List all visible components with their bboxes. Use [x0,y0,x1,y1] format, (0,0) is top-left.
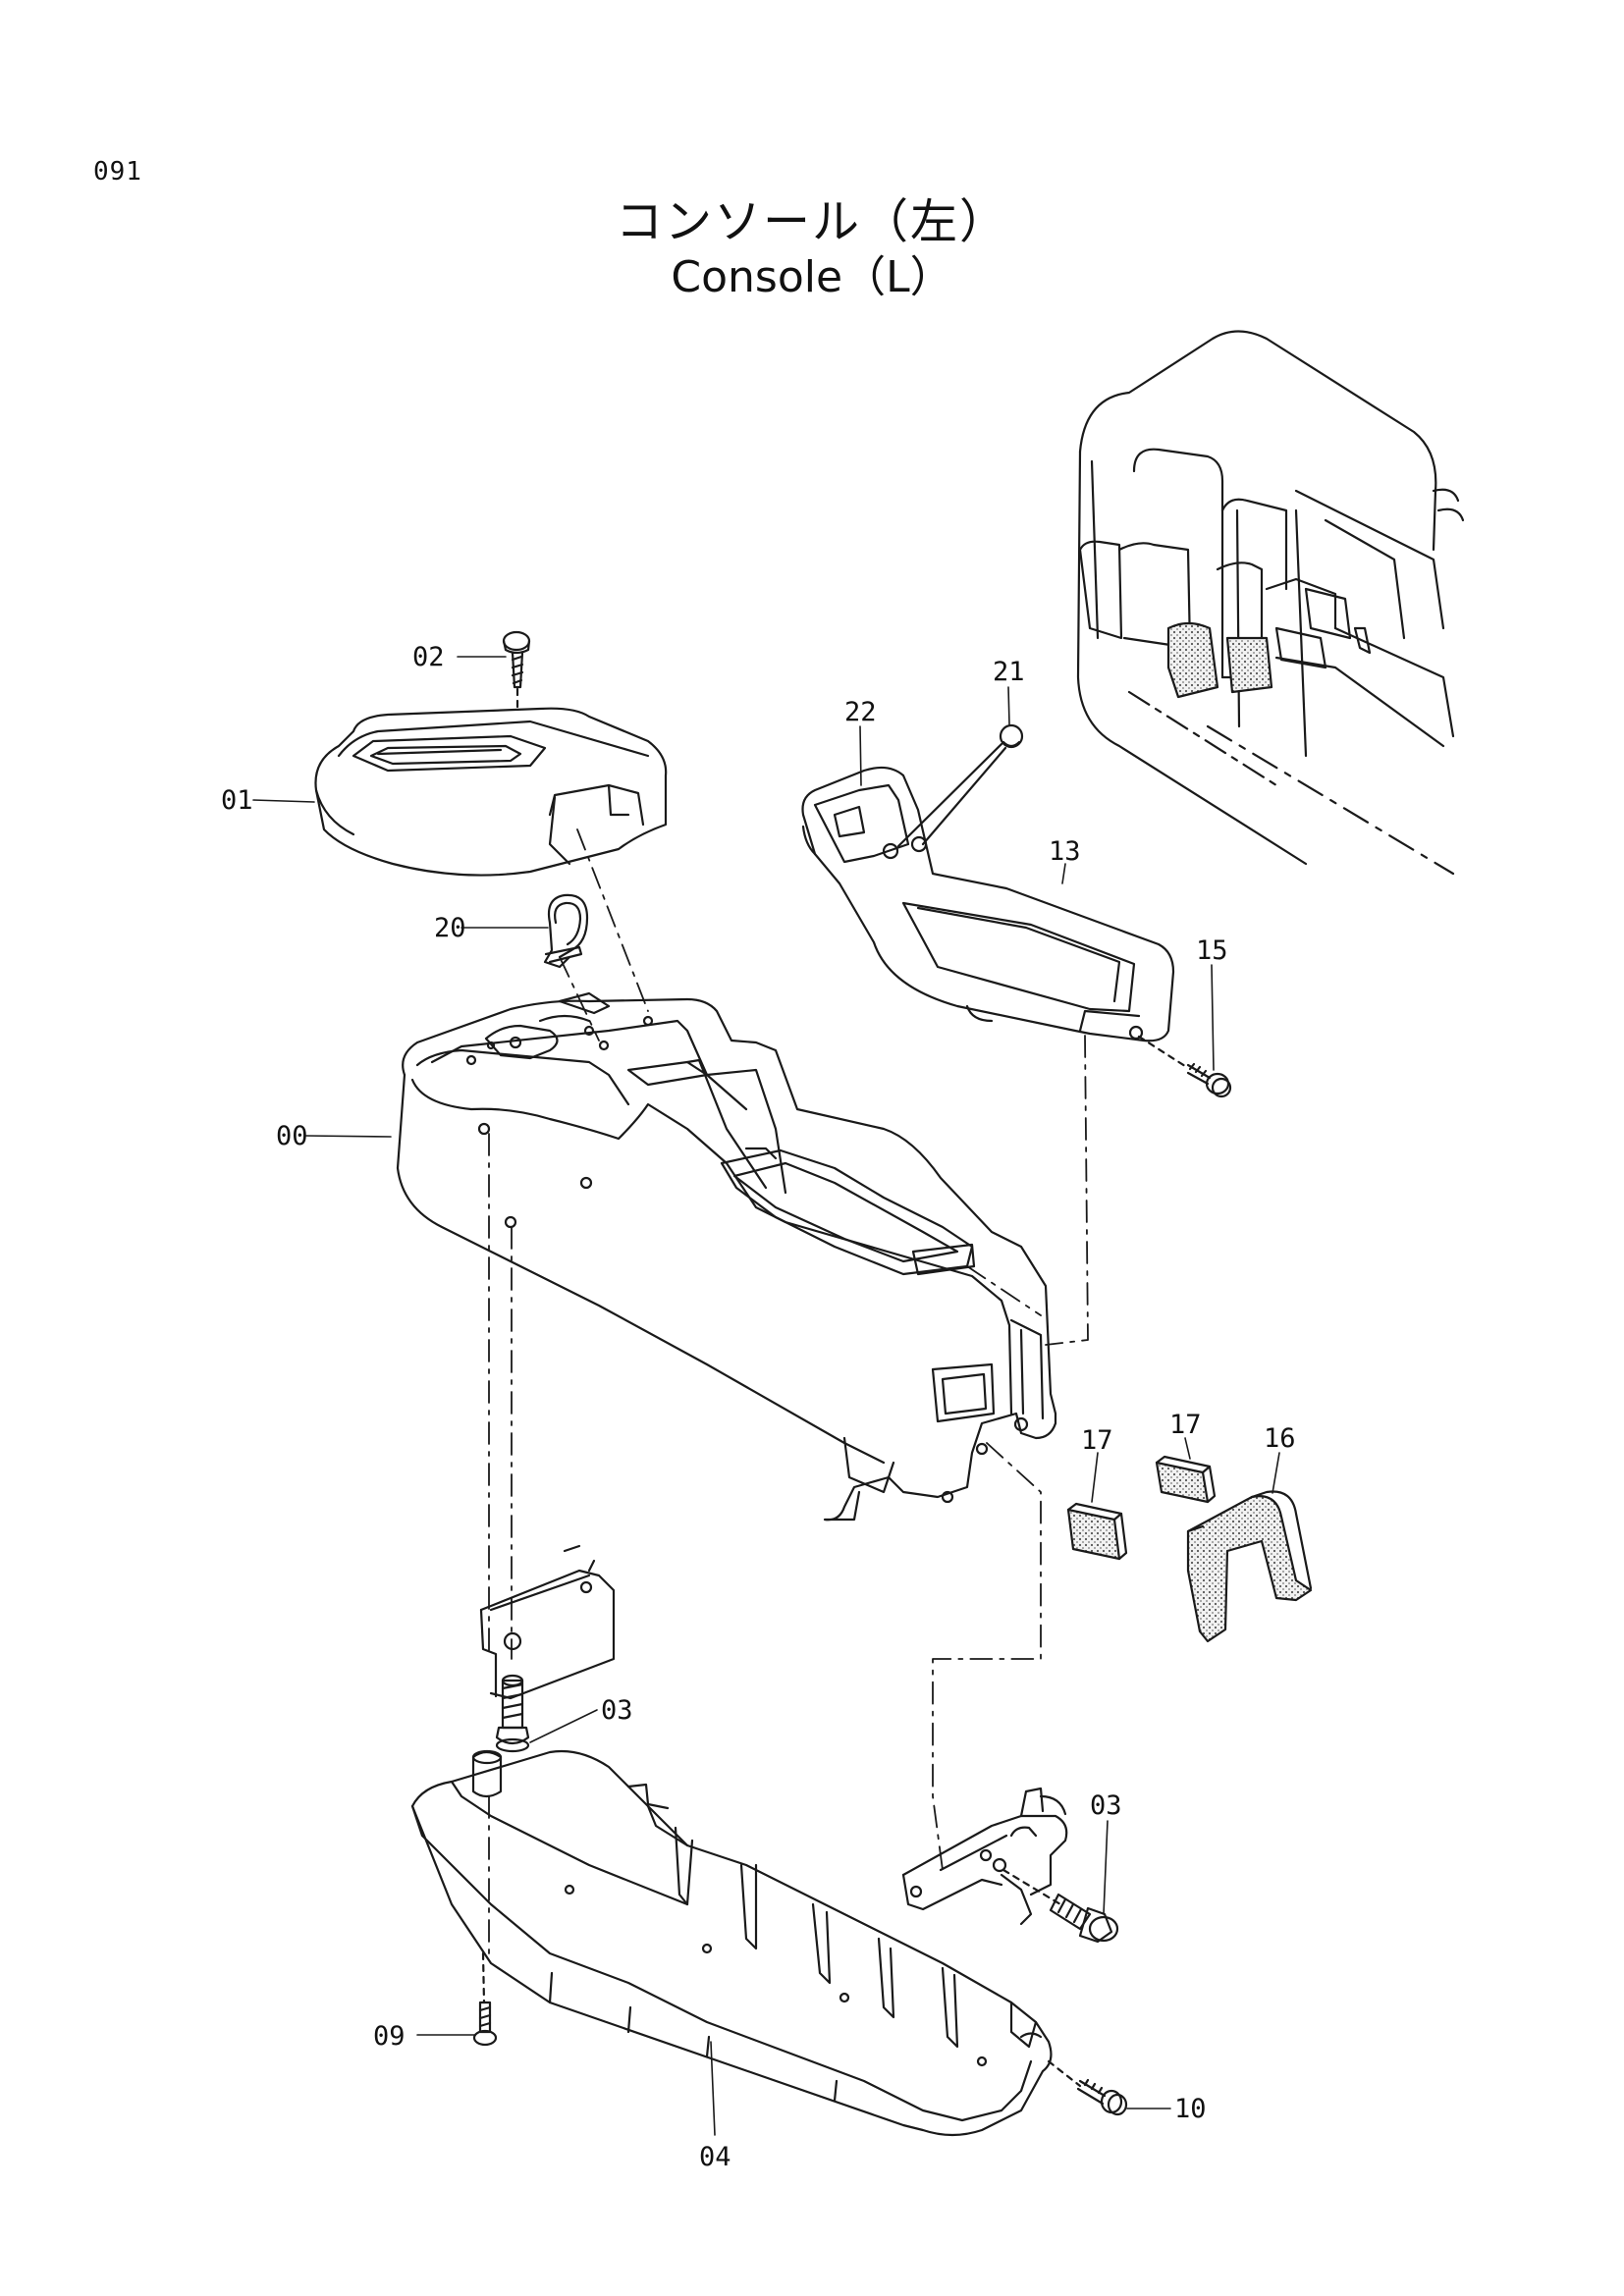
callout-20: 20 [434,913,466,943]
callout-22: 22 [844,697,877,727]
part-03-bolt-lower [1001,1868,1119,1944]
callout-17-left: 17 [1081,1425,1113,1456]
mounting-bracket-left [479,1544,616,1700]
pivot-bracket-lower-right [901,1787,1068,1926]
callout-02: 02 [412,642,445,672]
part-20-clamp [543,893,589,969]
part-02-screw [502,630,531,714]
part-17-sponge-right [1155,1455,1217,1504]
callout-03-lower: 03 [1090,1790,1122,1821]
part-04-under-cover [410,1749,1053,2137]
part-13-armrest-cover [801,766,1175,1042]
page-code: 091 [93,157,142,187]
callout-13: 13 [1049,836,1081,867]
callout-15: 15 [1196,935,1228,966]
part-01-top-cover [314,707,668,877]
part-00-console-body [396,991,1057,1522]
part-10-screw [1047,2059,1128,2116]
part-17-sponge-left [1066,1502,1128,1561]
alignment-lines [488,828,1089,1959]
callout-03-upper: 03 [601,1695,633,1726]
callout-10: 10 [1174,2094,1207,2124]
callout-17-right: 17 [1169,1410,1202,1440]
callout-09: 09 [373,2021,406,2052]
leader-lines [252,656,1280,2136]
part-15-screw [1137,1035,1232,1098]
callout-01: 01 [221,785,253,816]
part-21-cap [896,723,1024,848]
page-title-japanese: コンソール（左） [615,194,1008,249]
part-09-screw [472,1951,498,2047]
callout-16: 16 [1264,1423,1296,1454]
cab-overview-illustration [1076,330,1465,876]
part-03-bolt-upper [495,1674,530,1753]
callout-labels: 00 01 02 03 03 04 09 10 13 15 16 17 17 2… [221,642,1296,2172]
callout-04: 04 [699,2142,731,2172]
part-16-sponge-frame [1186,1490,1313,1643]
callout-21: 21 [993,657,1025,687]
page-title-english: Console（L） [671,252,953,302]
callout-00: 00 [276,1121,308,1151]
